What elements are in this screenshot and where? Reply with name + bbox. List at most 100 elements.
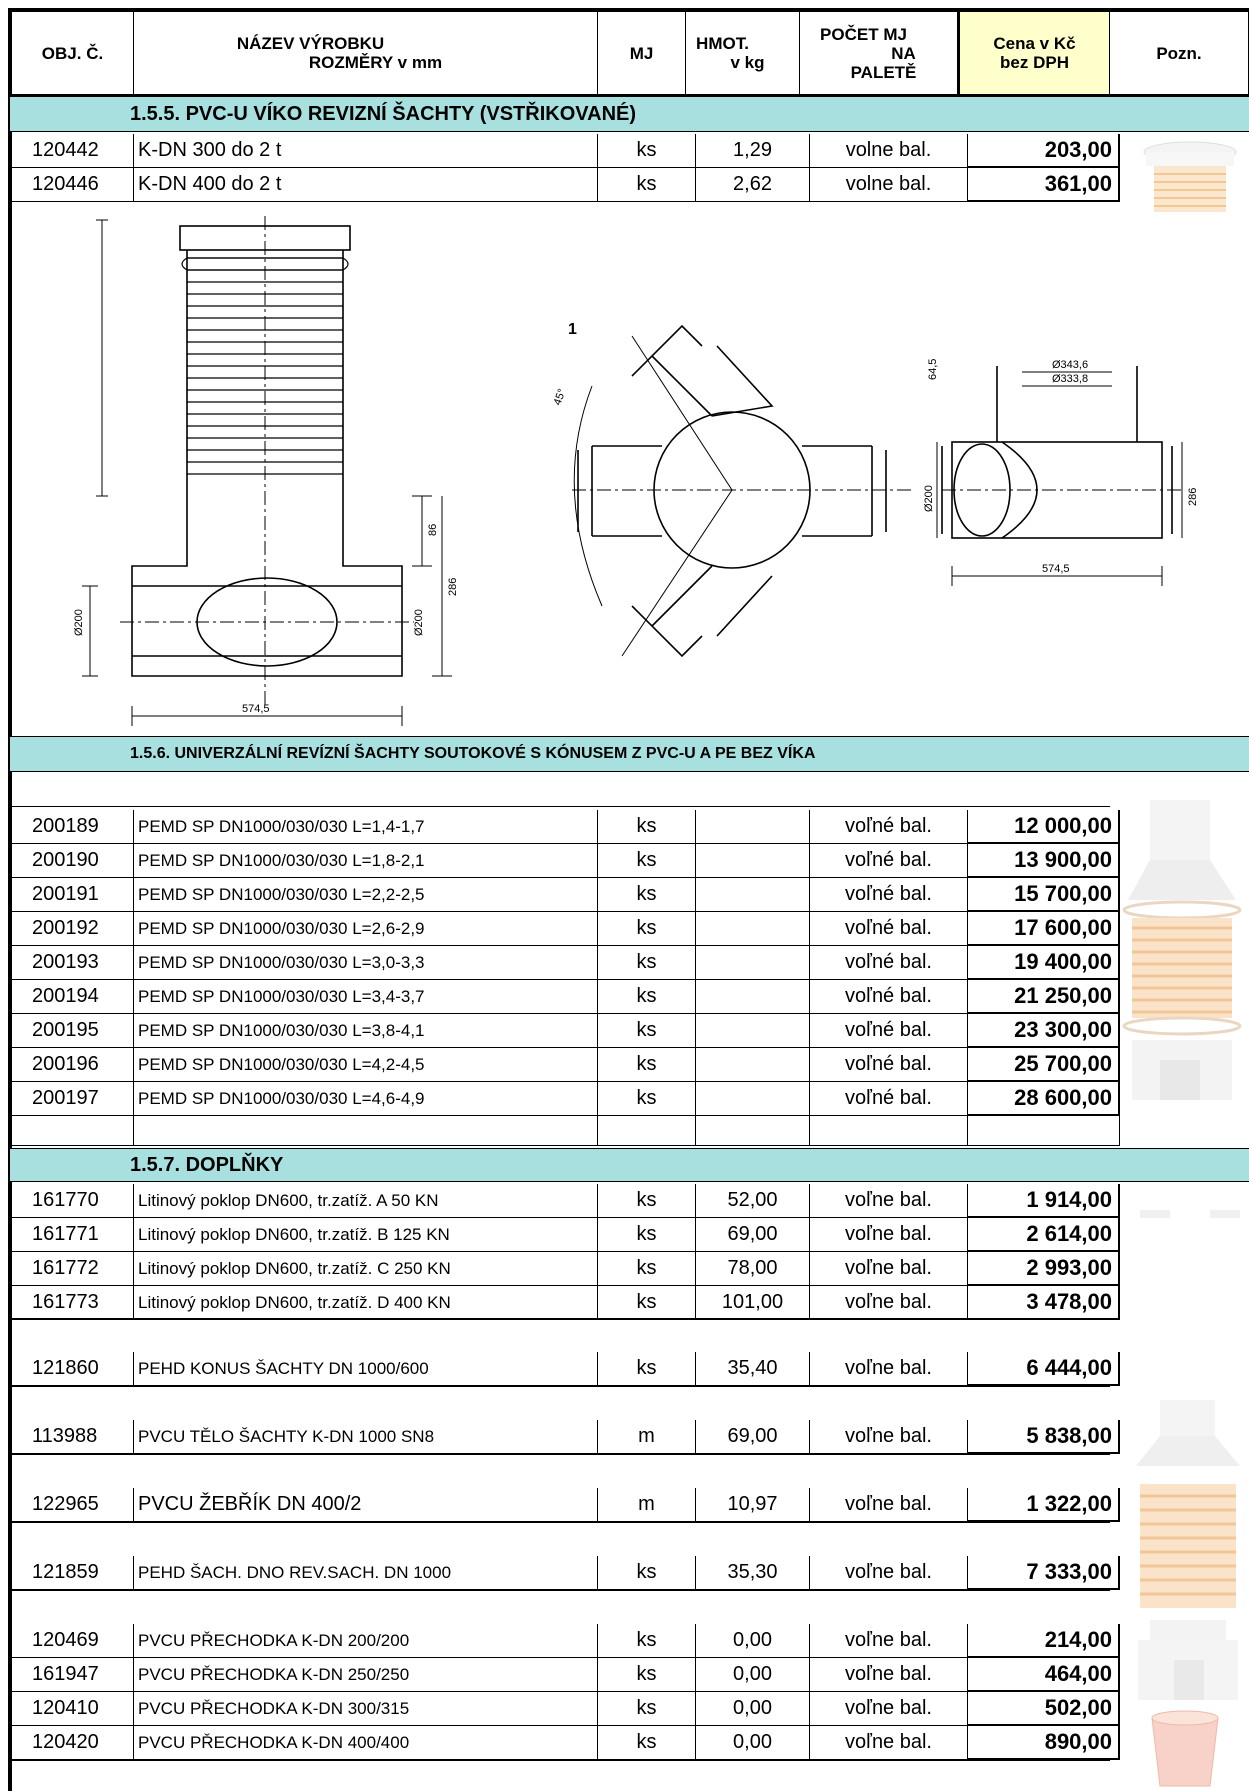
product-price: 6 444,00 bbox=[968, 1352, 1120, 1386]
product-code: 120420 bbox=[10, 1726, 134, 1760]
product-packaging: voľne bal. bbox=[810, 1726, 968, 1760]
product-name: PEHD ŠACH. DNO REV.SACH. DN 1000 bbox=[134, 1556, 598, 1590]
product-price: 5 838,00 bbox=[968, 1420, 1120, 1454]
spacer-line-156 bbox=[10, 806, 1110, 807]
product-code: 161772 bbox=[10, 1252, 134, 1286]
drawing-label-1: 1 bbox=[568, 321, 577, 338]
product-unit: ks bbox=[598, 1286, 696, 1320]
product-unit: ks bbox=[598, 1048, 696, 1082]
product-unit: ks bbox=[598, 1624, 696, 1658]
header-price: Cena v Kč bez DPH bbox=[958, 12, 1110, 94]
product-unit: ks bbox=[598, 1726, 696, 1760]
product-code: 161773 bbox=[10, 1286, 134, 1320]
product-packaging: voľne bal. bbox=[810, 1658, 968, 1692]
product-price: 15 700,00 bbox=[968, 878, 1120, 912]
product-weight: 0,00 bbox=[696, 1624, 810, 1658]
product-price: 13 900,00 bbox=[968, 844, 1120, 878]
product-price: 464,00 bbox=[968, 1658, 1120, 1692]
shaft-body-image bbox=[1140, 1484, 1236, 1608]
product-unit: ks bbox=[598, 1014, 696, 1048]
product-price: 1 914,00 bbox=[968, 1184, 1120, 1218]
product-price: 1 322,00 bbox=[968, 1488, 1120, 1522]
product-weight: 0,00 bbox=[696, 1726, 810, 1760]
product-packaging: volne bal. bbox=[810, 134, 968, 168]
product-packaging: voľne bal. bbox=[810, 1624, 968, 1658]
product-unit: ks bbox=[598, 1352, 696, 1386]
product-name: PVCU TĚLO ŠACHTY K-DN 1000 SN8 bbox=[134, 1420, 598, 1454]
product-weight: 35,30 bbox=[696, 1556, 810, 1590]
product-name: Litinový poklop DN600, tr.zatíž. A 50 KN bbox=[134, 1184, 598, 1218]
product-unit: ks bbox=[598, 1658, 696, 1692]
product-code: 200190 bbox=[10, 844, 134, 878]
product-packaging: voľne bal. bbox=[810, 1420, 968, 1454]
product-unit: m bbox=[598, 1420, 696, 1454]
product-code: 200196 bbox=[10, 1048, 134, 1082]
shaft-cover-image bbox=[1143, 141, 1237, 212]
product-price: 3 478,00 bbox=[968, 1286, 1120, 1320]
product-unit: ks bbox=[598, 878, 696, 912]
product-price: 203,00 bbox=[968, 134, 1120, 168]
product-code: 120410 bbox=[10, 1692, 134, 1726]
product-code: 200194 bbox=[10, 980, 134, 1014]
product-name: PEMD SP DN1000/030/030 L=3,8-4,1 bbox=[134, 1014, 598, 1048]
product-code: 200189 bbox=[10, 810, 134, 844]
header-note: Pozn. bbox=[1110, 12, 1249, 94]
product-name: PVCU PŘECHODKA K-DN 400/400 bbox=[134, 1726, 598, 1760]
product-packaging: voľné bal. bbox=[810, 912, 968, 946]
drawing-dim-d200-right: Ø200 bbox=[413, 609, 425, 636]
product-code: 161771 bbox=[10, 1218, 134, 1252]
drawing-dim-length-side: 574,5 bbox=[1042, 563, 1070, 575]
product-packaging: voľne bal. bbox=[810, 1286, 968, 1320]
product-packaging: voľné bal. bbox=[810, 878, 968, 912]
drawing-dim-3338: Ø333,8 bbox=[1052, 373, 1088, 385]
separator-line bbox=[10, 1318, 1110, 1319]
product-weight: 35,40 bbox=[696, 1352, 810, 1386]
drawing-dim-645: 64,5 bbox=[927, 359, 939, 380]
product-weight: 2,62 bbox=[696, 168, 810, 202]
product-price: 7 333,00 bbox=[968, 1556, 1120, 1590]
product-code: 161770 bbox=[10, 1184, 134, 1218]
header-pack: POČET MJ NA PALETĚ bbox=[800, 12, 958, 94]
product-unit: ks bbox=[598, 1556, 696, 1590]
product-packaging: voľné bal. bbox=[810, 1014, 968, 1048]
header-name: NÁZEV VÝROBKU ROZMĚRY v mm bbox=[134, 12, 598, 94]
product-weight: 1,29 bbox=[696, 134, 810, 168]
header-bottom-line bbox=[10, 94, 1249, 96]
product-weight: 69,00 bbox=[696, 1420, 810, 1454]
cover-image bbox=[1140, 1210, 1240, 1218]
product-unit: m bbox=[598, 1488, 696, 1522]
product-unit: ks bbox=[598, 134, 696, 168]
product-packaging: voľné bal. bbox=[810, 946, 968, 980]
product-code: 120469 bbox=[10, 1624, 134, 1658]
product-unit: ks bbox=[598, 1252, 696, 1286]
product-packaging: voľné bal. bbox=[810, 844, 968, 878]
product-code: 200193 bbox=[10, 946, 134, 980]
frame-top bbox=[8, 8, 1249, 12]
product-price: 361,00 bbox=[968, 168, 1120, 202]
separator-line bbox=[10, 1590, 1110, 1591]
product-name: PEMD SP DN1000/030/030 L=1,4-1,7 bbox=[134, 810, 598, 844]
product-price: 2 614,00 bbox=[968, 1218, 1120, 1252]
product-weight bbox=[696, 1048, 810, 1082]
product-code: 120446 bbox=[10, 168, 134, 202]
product-unit: ks bbox=[598, 1218, 696, 1252]
drawing-dim-3436: Ø343,6 bbox=[1052, 359, 1088, 371]
product-weight bbox=[696, 946, 810, 980]
product-unit: ks bbox=[598, 912, 696, 946]
product-name: Litinový poklop DN600, tr.zatíž. D 400 K… bbox=[134, 1286, 598, 1320]
empty-row-156 bbox=[10, 1112, 1120, 1146]
